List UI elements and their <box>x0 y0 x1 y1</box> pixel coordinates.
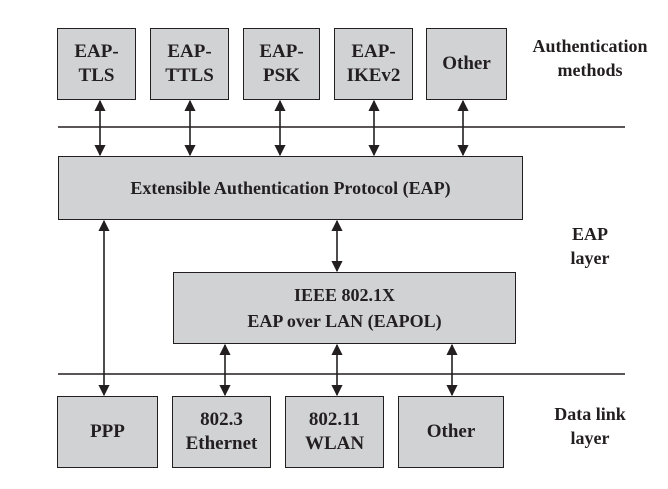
method-eap-tls-box: EAP- TLS <box>57 28 136 100</box>
link-ethernet-label: 802.3 Ethernet <box>185 409 258 454</box>
layer-label-auth-methods: Authentication methods <box>532 36 648 80</box>
layer-label-datalink: Data link layer <box>554 404 626 448</box>
eap-protocol-box: Extensible Authentication Protocol (EAP) <box>58 156 523 220</box>
eap-protocol-label: Extensible Authentication Protocol (EAP) <box>130 178 451 198</box>
method-eap-psk-label: EAP- PSK <box>259 41 304 86</box>
link-other-label: Other <box>426 421 476 442</box>
link-other-box: Other <box>398 396 504 468</box>
method-eap-psk-box: EAP- PSK <box>243 28 320 100</box>
eapol-label: IEEE 802.1X EAP over LAN (EAPOL) <box>247 285 442 331</box>
method-eap-ttls-box: EAP- TTLS <box>150 28 229 100</box>
link-wlan-label: 802.11 WLAN <box>304 409 365 454</box>
method-eap-ttls-label: EAP- TTLS <box>165 41 214 86</box>
method-eap-ikev2-box: EAP- IKEv2 <box>334 28 413 100</box>
link-ethernet-box: 802.3 Ethernet <box>172 396 271 468</box>
layer-label-eap: EAP layer <box>570 224 610 268</box>
link-ppp-box: PPP <box>57 396 158 468</box>
method-eap-tls-label: EAP- TLS <box>74 41 119 86</box>
method-other-label: Other <box>442 53 491 74</box>
link-ppp-label: PPP <box>90 421 125 442</box>
link-wlan-box: 802.11 WLAN <box>285 396 384 468</box>
method-eap-ikev2-label: EAP- IKEv2 <box>346 41 401 86</box>
eapol-box: IEEE 802.1X EAP over LAN (EAPOL) <box>173 272 516 344</box>
method-other-box: Other <box>426 28 507 100</box>
